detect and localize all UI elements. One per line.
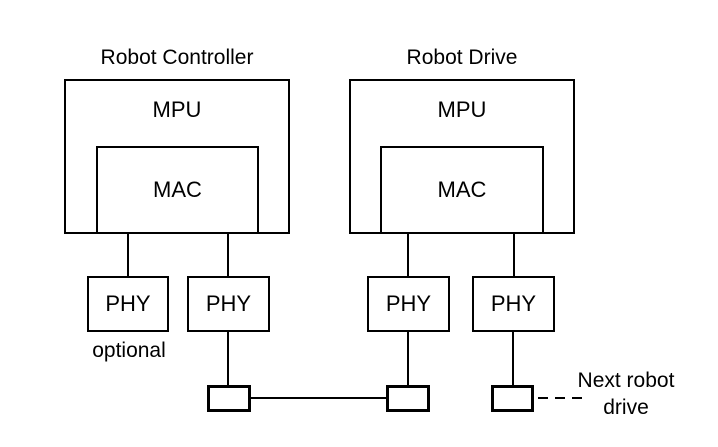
controller-title: Robot Controller <box>100 46 254 69</box>
phy3-label: PHY <box>385 291 432 316</box>
wire-controller-to-phy1 <box>127 234 129 276</box>
phy2-label: PHY <box>205 291 252 316</box>
optional-label: optional <box>92 339 166 362</box>
phy-box-4: PHY <box>472 276 555 332</box>
connector-box-2 <box>386 385 430 412</box>
wire-phy2-to-connector1 <box>227 332 229 385</box>
wire-drive-to-phy3 <box>407 234 409 276</box>
dashed-cable-next-drive <box>538 397 589 399</box>
drive-mac-label: MAC <box>437 177 487 202</box>
controller-mac-label: MAC <box>153 177 202 202</box>
drive-title: Robot Drive <box>406 46 518 69</box>
wire-controller-to-phy2 <box>227 234 229 276</box>
next-robot-drive-label: Next robot drive <box>577 369 675 419</box>
drive-mac-box: MAC <box>380 146 544 234</box>
drive-mpu-label: MPU <box>437 97 487 122</box>
controller-mac-box: MAC <box>96 146 259 234</box>
phy-box-3: PHY <box>367 276 450 332</box>
cable-connector1-to-connector2 <box>251 397 386 399</box>
phy1-label: PHY <box>105 291 151 316</box>
controller-mpu-label: MPU <box>152 97 202 122</box>
connector-box-1 <box>207 385 251 412</box>
wire-phy3-to-connector2 <box>407 332 409 385</box>
wire-drive-to-phy4 <box>513 234 515 276</box>
phy4-label: PHY <box>490 291 537 316</box>
connector-box-3 <box>491 385 534 412</box>
phy-box-1: PHY <box>87 276 169 332</box>
wire-phy4-to-connector3 <box>512 332 514 385</box>
phy-box-2: PHY <box>187 276 270 332</box>
